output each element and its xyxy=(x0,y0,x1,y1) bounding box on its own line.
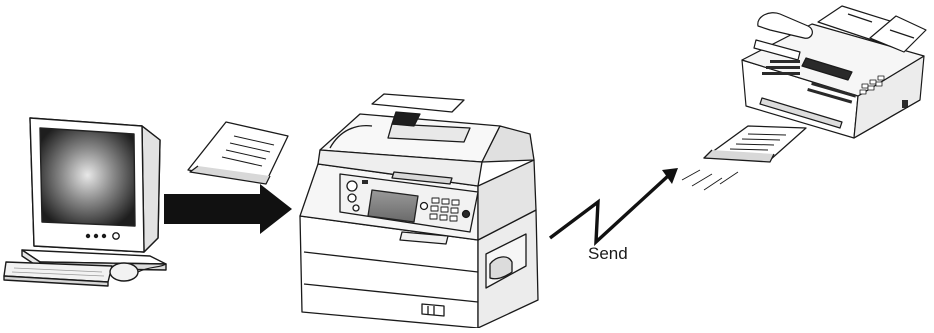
document-icon xyxy=(188,122,288,184)
send-signal-icon xyxy=(550,168,678,242)
desktop-computer-icon xyxy=(4,118,166,286)
send-label: Send xyxy=(588,244,628,264)
document-icon xyxy=(682,126,806,190)
multifunction-printer-icon xyxy=(300,94,538,328)
fax-machine-icon xyxy=(742,6,926,138)
transfer-arrow xyxy=(164,184,292,234)
